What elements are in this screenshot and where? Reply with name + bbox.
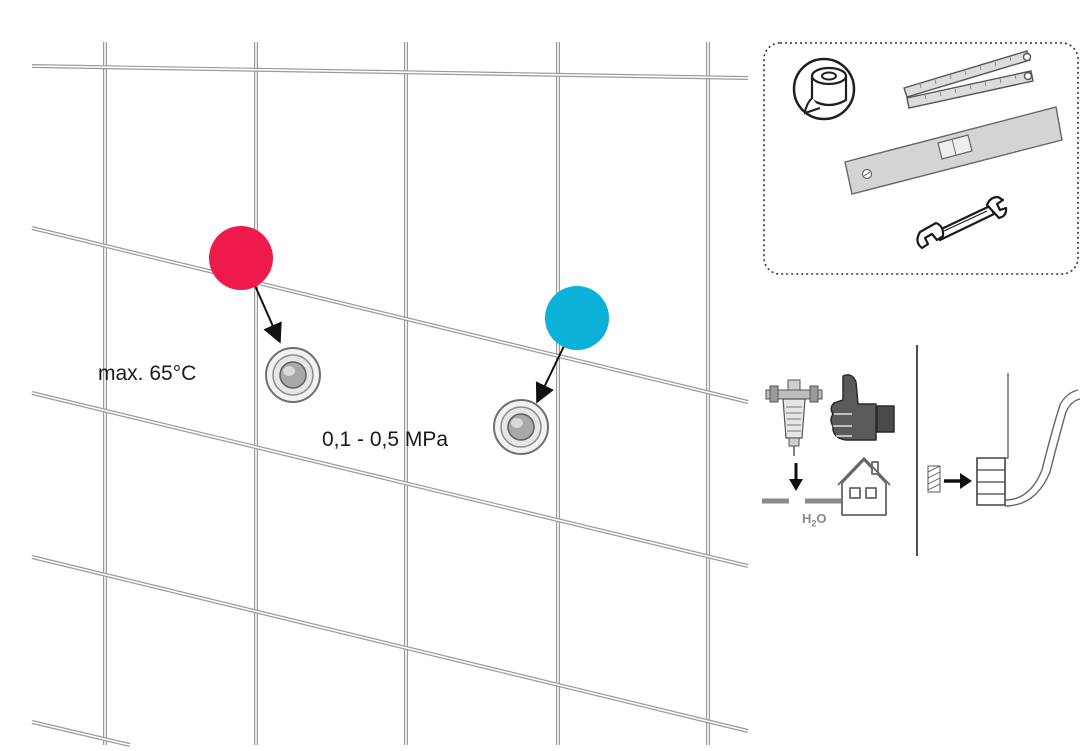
water-filter-icon <box>765 379 823 456</box>
pressure-range-label: 0,1 - 0,5 MPa <box>322 428 449 451</box>
thumbs-up-icon <box>830 374 895 441</box>
cold-water-outlet <box>493 399 549 455</box>
spirit-level-icon <box>844 106 1063 195</box>
hose-connection-icon <box>927 373 1081 507</box>
sealing-tape-icon <box>792 57 856 121</box>
required-tools-panel <box>763 42 1079 275</box>
folding-ruler-icon <box>903 50 1034 109</box>
cold-water-marker <box>545 286 609 350</box>
hot-water-outlet <box>265 347 321 403</box>
hot-water-pointer <box>252 280 282 344</box>
down-arrow-icon <box>789 463 803 491</box>
hot-water-marker <box>209 226 273 290</box>
house-icon <box>837 457 891 516</box>
tiled-wall <box>31 42 749 747</box>
wrench-icon <box>916 195 1008 250</box>
water-label: H2O <box>802 511 827 529</box>
max-temperature-label: max. 65°C <box>98 362 197 385</box>
cold-water-pointer <box>535 345 565 404</box>
